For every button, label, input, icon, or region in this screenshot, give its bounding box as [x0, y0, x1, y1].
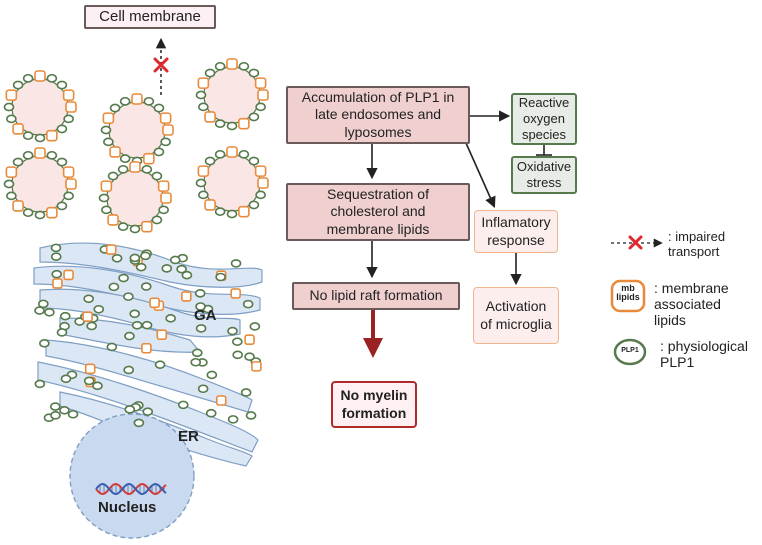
organelle-layer — [33, 242, 263, 539]
nucleus-circle — [69, 413, 195, 539]
legend-plp1-text: PLP1 — [621, 347, 639, 354]
legend-impaired-icon — [611, 235, 663, 250]
organelle-protein-dots — [34, 243, 262, 428]
oxidative-stress-box: Oxidative stress — [511, 156, 577, 194]
legend-membrane-lipids-label: : membrane associated lipids — [654, 280, 729, 329]
legend-mb-line1: mb — [621, 283, 635, 293]
no-myelin-box: No myelin formation — [331, 381, 417, 428]
impaired-transport-arrow — [153, 37, 169, 95]
vesicle-group — [3, 58, 269, 234]
late-endosome-vesicle — [3, 70, 77, 143]
dna-helix-icon — [95, 482, 167, 496]
legend-mb-text: mb lipids — [612, 283, 644, 303]
accumulation-box: Accumulation of PLP1 in late endosomes a… — [286, 86, 470, 144]
late-endosome-vesicle — [3, 147, 77, 220]
legend-physiological-label: : physiological PLP1 — [660, 338, 748, 371]
flow-arrows — [366, 110, 552, 286]
nucleus-label: Nucleus — [98, 499, 157, 516]
er-label: ER — [178, 428, 199, 445]
sequestration-box: Sequestration of cholesterol and membran… — [286, 183, 470, 241]
microglia-box: Activation of microglia — [473, 287, 559, 344]
ga-label: GA — [194, 307, 217, 324]
late-endosome-vesicle — [100, 93, 174, 166]
red-x-icon — [153, 57, 169, 73]
late-endosome-vesicle — [195, 146, 269, 219]
legend-mb-lipids-icon — [610, 279, 646, 313]
cell-membrane-label: Cell membrane — [84, 5, 216, 29]
legend-plp1-icon — [613, 338, 647, 366]
late-endosome-vesicle — [195, 58, 269, 131]
inflammatory-box: Inflamatory response — [474, 210, 558, 253]
late-endosome-vesicle — [98, 161, 172, 234]
ros-box: Reactive oxygen species — [511, 93, 577, 145]
legend-impaired-label: : impaired transport — [668, 229, 726, 259]
no-lipid-raft-box: No lipid raft formation — [292, 282, 460, 310]
legend-mb-line2: lipids — [616, 292, 640, 303]
